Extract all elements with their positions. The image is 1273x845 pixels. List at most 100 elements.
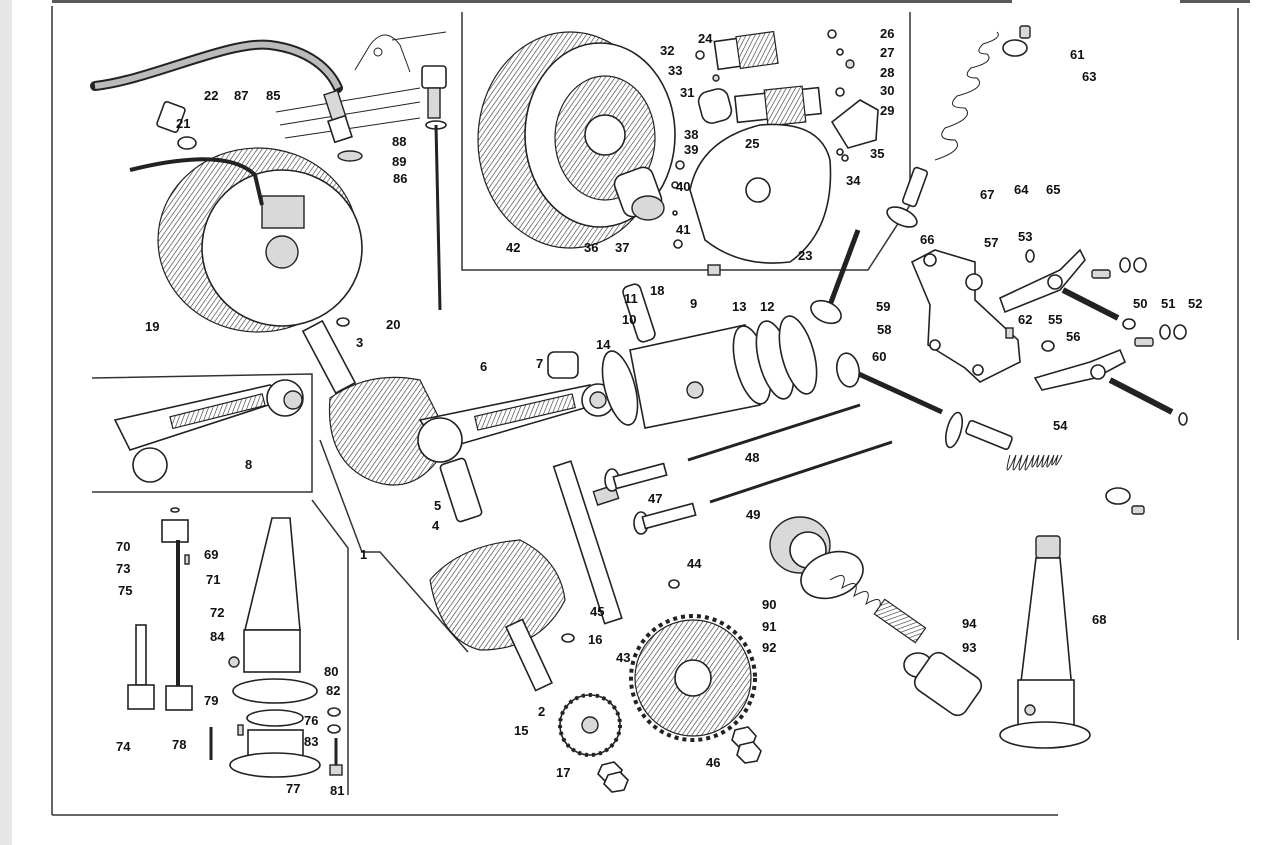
part-91-washer — [800, 550, 864, 600]
callout-77-pump-cover: 77 — [286, 781, 301, 796]
callout-81-bolt: 81 — [330, 783, 345, 798]
part-29-contact-breaker — [830, 99, 879, 149]
callout-27-spring-washer: 27 — [880, 45, 895, 60]
crankcase-outline — [275, 31, 447, 139]
callout-2-crankshaft-half-timing-side: 2 — [538, 704, 546, 719]
callout-8-connecting-rod-complete: 8 — [245, 457, 253, 472]
part-48-push-rod — [687, 403, 861, 462]
callout-82-washer: 82 — [326, 683, 341, 698]
callout-92-spring: 92 — [762, 640, 777, 655]
top-scan-edge — [52, 0, 1012, 3]
callout-25-coil: 25 — [745, 136, 760, 151]
oil-pump-parts — [127, 507, 343, 778]
part-67-valve-guide-top — [901, 166, 929, 208]
part-20-key — [336, 317, 350, 327]
callout-4-crankpin: 4 — [432, 518, 440, 533]
part-64-65-valve-springs-bottom — [1006, 454, 1145, 515]
part-64-65-valve-springs-top — [934, 25, 1031, 161]
part-31-condenser — [697, 88, 733, 124]
callout-67-valve-guide: 67 — [980, 187, 995, 202]
callout-83-washer: 83 — [304, 734, 319, 749]
callout-85-union: 85 — [266, 88, 281, 103]
callout-14-oil-ring: 14 — [596, 337, 611, 352]
part-55-rocker-spindles — [1061, 287, 1174, 415]
callout-13-scraper-ring: 13 — [732, 299, 747, 314]
callout-59-inlet-valve: 59 — [876, 299, 891, 314]
callout-38-advance-weight: 38 — [684, 127, 699, 142]
callout-80-gasket: 80 — [324, 664, 339, 679]
callout-47-tappets: 47 — [648, 491, 663, 506]
callout-49-push-rod: 49 — [746, 507, 761, 522]
piston-rings-12-13-14 — [601, 315, 818, 426]
part-86-washer — [337, 150, 363, 162]
callout-63-valve-spring-cap: 63 — [1082, 69, 1097, 84]
callout-86-washer: 86 — [393, 171, 408, 186]
part-22-hex-cap — [156, 101, 197, 150]
part-16-key — [561, 633, 575, 643]
part-18-screw — [707, 264, 721, 276]
callout-11-circlip: 11 — [624, 291, 638, 306]
rocker-hardware — [1005, 249, 1188, 426]
callout-94-shaft: 94 — [962, 616, 977, 631]
callout-90-clutch-nut: 90 — [762, 597, 777, 612]
callout-36-cam-hub: 36 — [584, 240, 599, 255]
callout-74-pump-gear: 74 — [116, 739, 131, 754]
part-94-shaft — [873, 598, 927, 644]
callout-76-filter-plate: 76 — [304, 713, 319, 728]
callout-70-circlip: 70 — [116, 539, 131, 554]
callout-33-washer: 33 — [668, 63, 683, 78]
callout-37-spring: 37 — [615, 240, 630, 255]
part-58-rocker-support — [910, 249, 1021, 383]
part-6-connecting-rod — [417, 383, 615, 463]
callout-52-locknuts: 52 — [1188, 296, 1203, 311]
top-scan-edge-right — [1180, 0, 1250, 3]
callout-58-rocker-support: 58 — [877, 322, 892, 337]
callout-60-exhaust-valve: 60 — [872, 349, 887, 364]
callout-87-oil-pipe: 87 — [234, 88, 249, 103]
callout-43-camshaft-gear: 43 — [616, 650, 631, 665]
callout-31-condenser: 31 — [680, 85, 695, 100]
part-3-crankshaft-half — [301, 319, 451, 486]
callout-45-camshaft: 45 — [590, 604, 605, 619]
callout-5-roller-cage: 5 — [434, 498, 442, 513]
callout-73-pump-drive-shaft: 73 — [116, 561, 131, 576]
callout-19-flywheel-magneto: 19 — [145, 319, 160, 334]
part-49-push-rod — [709, 440, 893, 504]
callout-26-screw: 26 — [880, 26, 895, 41]
callout-21-washer: 21 — [176, 116, 191, 131]
part-46-nuts — [731, 726, 762, 764]
part-93-sleeve — [903, 651, 983, 717]
part-66-washer-bottom — [944, 411, 964, 449]
part-43-camshaft-gear — [629, 614, 757, 742]
part-85-union — [323, 89, 353, 144]
part-19-flywheel-magneto — [129, 147, 363, 333]
part-4-crankpin — [439, 457, 483, 523]
callout-55-rocker-spindles: 55 — [1048, 312, 1063, 327]
callout-1-crankshaft-assembly: 1 — [360, 547, 368, 562]
callout-44-key: 44 — [687, 556, 702, 571]
part-24-coil — [713, 30, 779, 71]
callout-3-crankshaft-half-flywheel-side: 3 — [356, 335, 364, 350]
callout-16-woodruff-key: 16 — [588, 632, 603, 647]
callout-34-washer: 34 — [846, 173, 861, 188]
part-87-oil-pipe — [90, 39, 343, 93]
callout-84-plug: 84 — [210, 629, 225, 644]
part-15-timing-pinion — [558, 693, 622, 757]
callout-71-key: 71 — [206, 572, 221, 587]
callout-91-washer: 91 — [762, 619, 777, 634]
part-25-coil — [733, 85, 823, 127]
callout-24-coil: 24 — [698, 31, 713, 46]
part-88-dipstick — [421, 65, 447, 311]
callout-89-washer: 89 — [392, 154, 407, 169]
callout-61-collets: 61 — [1070, 47, 1085, 62]
callout-41-washer: 41 — [676, 222, 691, 237]
callout-68-oil-pump-body-assembled: 68 — [1092, 612, 1107, 627]
part-53-rocker-arm — [999, 248, 1086, 314]
part-17-nuts — [597, 761, 629, 793]
callout-17-nuts: 17 — [556, 765, 571, 780]
part-67-valve-guide-bottom — [965, 419, 1013, 451]
part-9-piston — [629, 324, 761, 429]
page-left-margin — [0, 0, 12, 845]
callout-62-grub-screw: 62 — [1018, 312, 1033, 327]
